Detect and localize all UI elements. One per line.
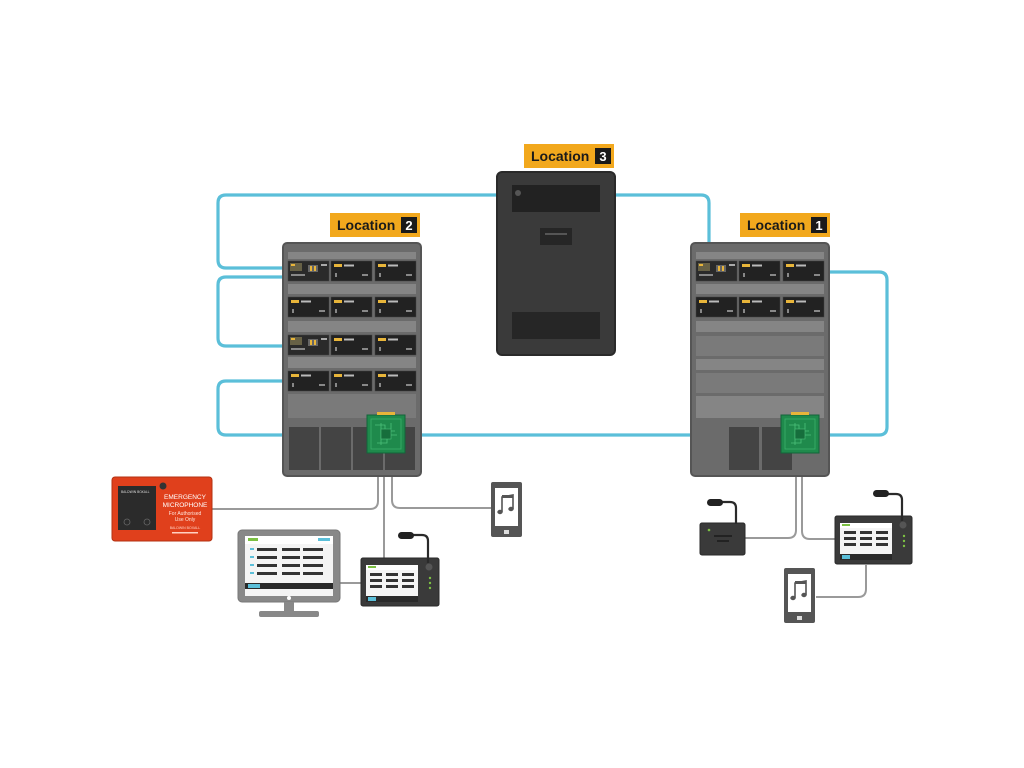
location-2-rack	[282, 242, 422, 477]
analog-links	[212, 450, 867, 598]
emergency-title-line2: MICROPHONE	[163, 502, 208, 509]
paging-console-location-1	[834, 490, 913, 565]
phone-location-1	[784, 568, 815, 623]
phone-location-2	[491, 482, 522, 537]
link-desk-mic	[745, 452, 797, 539]
link-rack1-loop	[819, 270, 889, 437]
network-links	[216, 193, 889, 437]
location-1-label: Location	[747, 217, 805, 233]
location-3-number: 3	[599, 149, 606, 164]
location-2-label: Location	[337, 217, 395, 233]
location-1-number: 1	[815, 218, 822, 233]
music-note-icon	[790, 580, 807, 601]
location-2-number: 2	[405, 218, 412, 233]
link-rack2-to-location3	[216, 193, 499, 270]
desk-microphone-location-1	[699, 499, 746, 556]
link-phone1	[816, 565, 867, 598]
location-3-label: Location	[531, 148, 589, 164]
link-location3-to-rack1	[613, 193, 711, 264]
music-note-icon	[497, 494, 514, 515]
link-console1	[801, 452, 835, 540]
emergency-title-line1: EMERGENCY	[164, 494, 207, 501]
location-3-cabinet	[496, 171, 616, 356]
location-3-badge: Location 3	[524, 144, 614, 168]
emergency-sub-line2: Use Only	[175, 517, 196, 523]
link-rack2-loop-b	[216, 379, 370, 437]
network-switch-2	[366, 411, 406, 454]
location-1-badge: Location 1	[740, 213, 830, 237]
emergency-panel-label: BALDWIN BOXALL	[121, 490, 150, 494]
pc-monitor	[237, 529, 341, 617]
emergency-microphone-panel: BALDWIN BOXALL EMERGENCY MICROPHONE For …	[111, 476, 213, 542]
link-phone2	[391, 450, 491, 509]
paging-console-location-2	[360, 532, 440, 607]
location-2-badge: Location 2	[330, 213, 420, 237]
emergency-sub-line1: For Authorised	[169, 511, 202, 517]
network-switch-1	[780, 411, 820, 454]
link-rack2-loop-a	[216, 275, 290, 348]
emergency-brand: BALDWIN BOXALL	[170, 526, 201, 530]
location-1-rack	[690, 242, 830, 477]
link-emergency-mic	[212, 450, 379, 510]
